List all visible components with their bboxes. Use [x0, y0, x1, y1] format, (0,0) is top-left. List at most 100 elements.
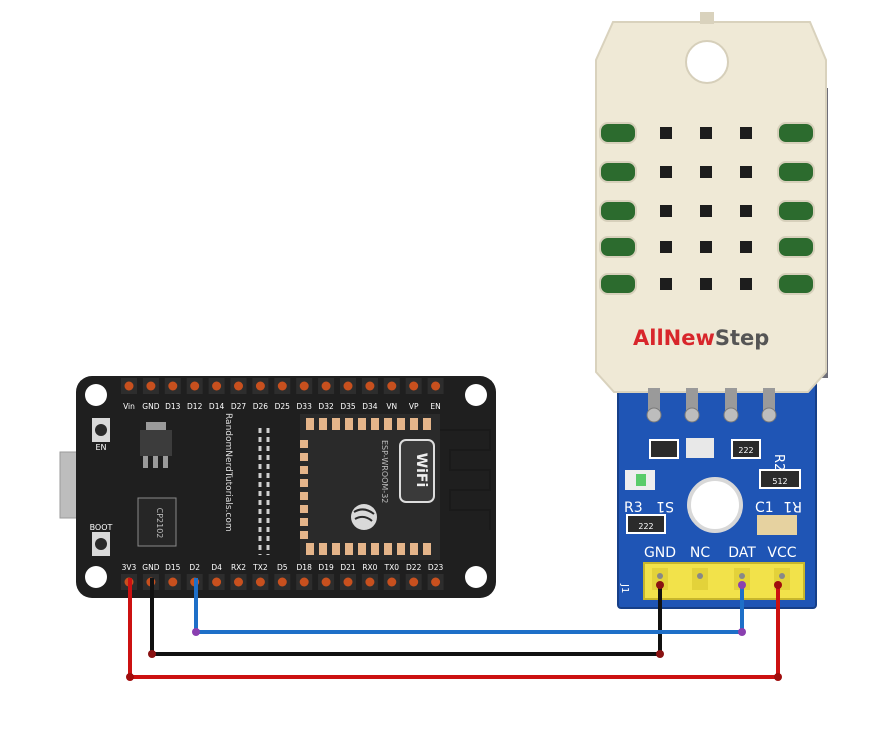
top-pin-d14: D14: [208, 378, 225, 411]
svg-text:EN: EN: [95, 443, 106, 452]
top-pin-vin: Vin: [121, 378, 137, 411]
usb-uart-chip: CP2102: [137, 497, 177, 547]
bottom-pin-header: 3V3 GND D15 D2 D4 RX2 TX2 D5 D18 D19 D21 RX0 TX0 D22 D…: [121, 563, 444, 590]
bottom-pin-label: RX0: [362, 563, 377, 572]
svg-text:ESP-WROOM-32: ESP-WROOM-32: [380, 440, 389, 503]
svg-text:222: 222: [738, 446, 753, 455]
bottom-pin-tx0: TX0: [384, 563, 400, 590]
top-pin-d27: D27: [230, 378, 247, 411]
bottom-pin-label: D4: [211, 563, 222, 572]
dht22-sensor: AllNewStep 222 R2 512 222: [595, 12, 828, 609]
svg-text:CP2102: CP2102: [155, 508, 164, 539]
top-pin-label: D35: [340, 402, 356, 411]
svg-text:C1: C1: [755, 500, 774, 516]
top-pin-label: EN: [430, 402, 440, 411]
top-pin-label: D25: [275, 402, 291, 411]
top-pin-d34: D34: [361, 378, 378, 411]
bottom-pin-d19: D19: [318, 563, 335, 590]
wire-d15-dat: [192, 578, 746, 636]
top-pin-label: VN: [386, 402, 397, 411]
pin-label-gnd: GND: [644, 545, 676, 561]
vent-slots: [599, 122, 815, 295]
bottom-pin-label: TX0: [384, 563, 400, 572]
top-pin-label: D14: [209, 402, 225, 411]
bottom-pin-label: D19: [318, 563, 334, 572]
svg-text:S1: S1: [656, 498, 674, 514]
bottom-pin-d4: D4: [208, 563, 225, 590]
bottom-pin-label: D23: [428, 563, 444, 572]
sensor-housing: AllNewStep: [595, 12, 827, 393]
espressif-logo: [351, 504, 377, 530]
wire-gnd-gnd: [148, 578, 664, 658]
top-pin-d12: D12: [186, 378, 203, 411]
top-pin-gnd: GND: [142, 378, 160, 411]
bottom-pin-d21: D21: [340, 563, 356, 590]
en-button[interactable]: EN: [92, 418, 110, 452]
website-text: RandomNerdTutorials.com: [223, 413, 233, 532]
bottom-pin-tx2: TX2: [252, 563, 269, 590]
antenna-trace: [440, 429, 491, 530]
silkscreen: R3 S1 C1 R1 J1: [619, 498, 802, 593]
esp-wroom-module: ESP-WROOM-32 WiFi: [300, 414, 491, 560]
top-pin-label: D13: [165, 402, 181, 411]
bottom-pin-label: GND: [142, 563, 159, 572]
pcb-mount-hole: [687, 477, 743, 533]
top-pin-d33: D33: [296, 378, 313, 411]
pin-label-dat: DAT: [728, 545, 756, 561]
bottom-pin-rx2: RX2: [230, 563, 247, 590]
bottom-pin-d5: D5: [274, 563, 291, 590]
pin-label-nc: NC: [690, 545, 710, 561]
svg-text:R1: R1: [783, 498, 802, 514]
bottom-pin-rx0: RX0: [361, 563, 378, 590]
svg-text:WiFi: WiFi: [413, 453, 429, 488]
bottom-pin-label: D15: [165, 563, 181, 572]
top-pin-label: VP: [409, 402, 419, 411]
bottom-pin-d18: D18: [296, 563, 313, 590]
svg-text:BOOT: BOOT: [90, 523, 113, 532]
pin-label-vcc: VCC: [767, 545, 796, 561]
sensor-pin-labels: GND NC DAT VCC: [644, 545, 797, 561]
top-pin-d35: D35: [340, 378, 356, 411]
bottom-pin-label: D22: [406, 563, 422, 572]
svg-text:R3: R3: [624, 500, 643, 516]
top-pin-d25: D25: [274, 378, 291, 411]
brand-label: AllNewStep: [633, 326, 769, 350]
mounting-hole: [685, 40, 729, 84]
top-pin-label: D32: [318, 402, 334, 411]
wire-3v3-vcc: [126, 578, 782, 681]
top-pin-header: Vin GND D13 D12 D14 D27 D26 D25 D33 D32 D35 D34 VN VP…: [121, 378, 444, 411]
top-pin-d32: D32: [318, 378, 335, 411]
top-pin-label: D12: [187, 402, 203, 411]
bottom-pin-label: D18: [297, 563, 313, 572]
top-pin-d26: D26: [252, 378, 269, 411]
wifi-logo: WiFi: [399, 439, 435, 503]
bottom-pin-label: TX2: [252, 563, 268, 572]
bottom-pin-d23: D23: [427, 563, 444, 590]
svg-text:J1: J1: [619, 583, 630, 593]
wires: [126, 578, 782, 681]
top-pin-label: GND: [142, 402, 159, 411]
top-pin-en: EN: [427, 378, 444, 411]
boot-button[interactable]: BOOT: [90, 523, 113, 556]
sensor-header: [643, 562, 805, 600]
bottom-pin-d22: D22: [405, 563, 422, 590]
bottom-pin-label: RX2: [231, 563, 246, 572]
bottom-pin-label: D21: [340, 563, 356, 572]
top-pin-label: D34: [362, 402, 378, 411]
top-pin-d13: D13: [164, 378, 181, 411]
top-pin-label: D33: [297, 402, 313, 411]
svg-text:222: 222: [638, 522, 653, 531]
top-pin-label: Vin: [123, 402, 135, 411]
silk-r2: R2: [771, 454, 786, 471]
smd-components: 222 R2 512 222: [625, 438, 801, 535]
bottom-pin-label: D2: [189, 563, 200, 572]
bottom-pin-label: 3V3: [122, 563, 137, 572]
bottom-pin-label: D5: [277, 563, 288, 572]
top-pin-label: D27: [231, 402, 247, 411]
voltage-regulator: [140, 422, 172, 468]
top-pin-vp: VP: [405, 378, 422, 411]
sensor-legs: [646, 388, 777, 423]
top-pin-label: D26: [253, 402, 269, 411]
